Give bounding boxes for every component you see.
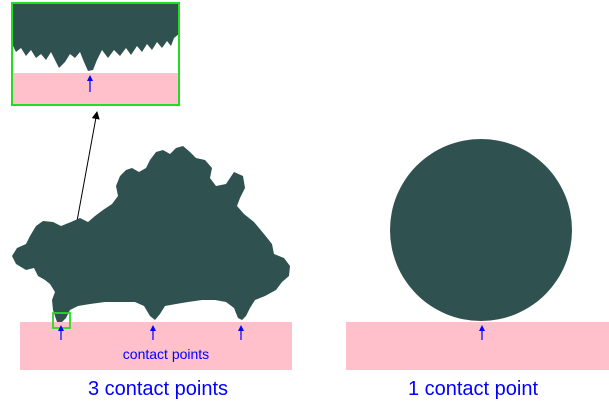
inset-frame bbox=[11, 2, 180, 106]
up-arrow-icon bbox=[479, 325, 485, 340]
right-caption: 1 contact point bbox=[408, 378, 539, 400]
right-surface bbox=[346, 322, 609, 370]
inset-surface bbox=[13, 73, 179, 105]
up-arrow-icon bbox=[238, 325, 244, 340]
up-arrow-icon bbox=[87, 75, 93, 92]
zoom-inset bbox=[11, 2, 180, 106]
inset-particle-edge bbox=[13, 3, 179, 71]
left-surface bbox=[20, 322, 292, 370]
left-caption: 3 contact points bbox=[88, 378, 228, 400]
sphere-scene bbox=[346, 139, 609, 370]
rough-particle-scene: contact points bbox=[12, 146, 292, 370]
up-arrow-icon bbox=[150, 325, 156, 340]
sphere-particle bbox=[390, 139, 572, 321]
rough-particle bbox=[12, 146, 290, 322]
up-arrow-icon bbox=[58, 325, 64, 340]
contact-points-label: contact points bbox=[123, 346, 209, 362]
